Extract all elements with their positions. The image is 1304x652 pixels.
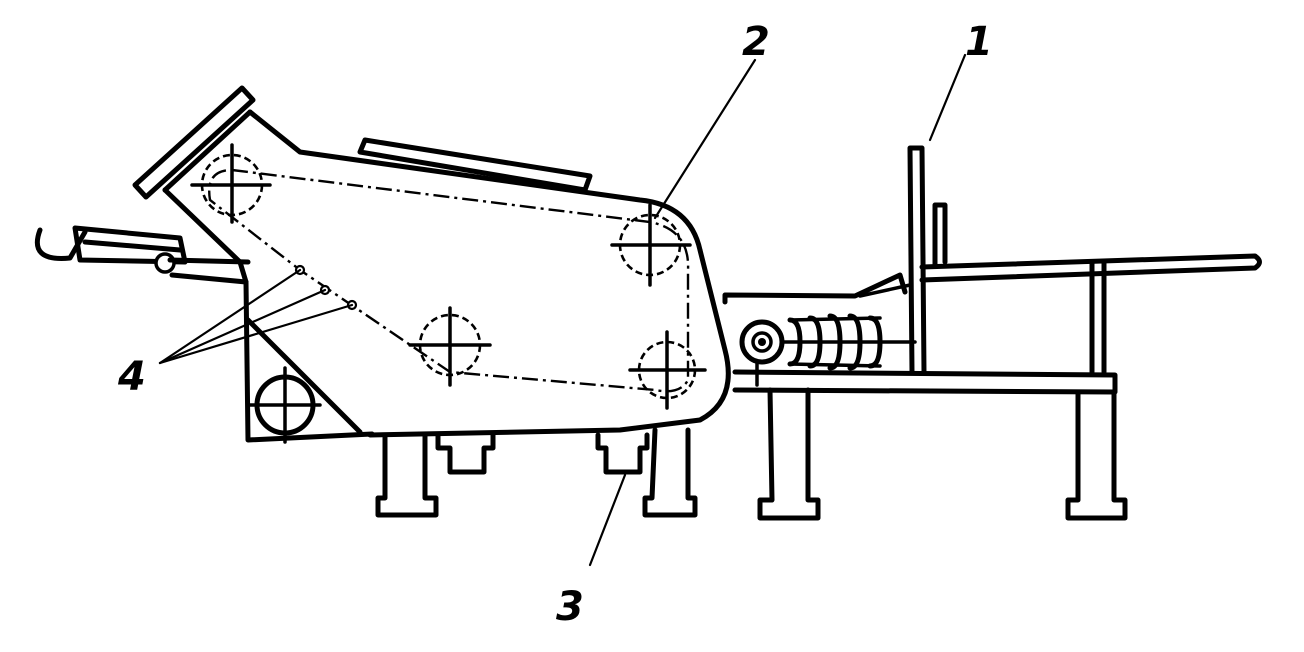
- pulley-bottom-left: [248, 366, 322, 444]
- callout-4: 4: [117, 354, 146, 400]
- vibrator-left: [435, 432, 496, 475]
- pulley-top-right: [610, 203, 692, 287]
- pulley-middle: [408, 306, 492, 387]
- pulley-top-left: [190, 143, 272, 224]
- belt-contour: [208, 168, 690, 393]
- callout-1: 1: [965, 19, 993, 65]
- main-body: [243, 109, 731, 443]
- vibrator-right: [595, 432, 650, 475]
- control-lever: [907, 145, 1262, 375]
- body-legs: [375, 427, 698, 518]
- pulley-bottom-right: [628, 330, 707, 410]
- callout-3: 3: [556, 584, 584, 630]
- callout-leaders: [158, 53, 967, 567]
- hook-handle: [34, 225, 251, 285]
- callout-2: 2: [742, 19, 770, 65]
- spring-assembly: [739, 313, 917, 387]
